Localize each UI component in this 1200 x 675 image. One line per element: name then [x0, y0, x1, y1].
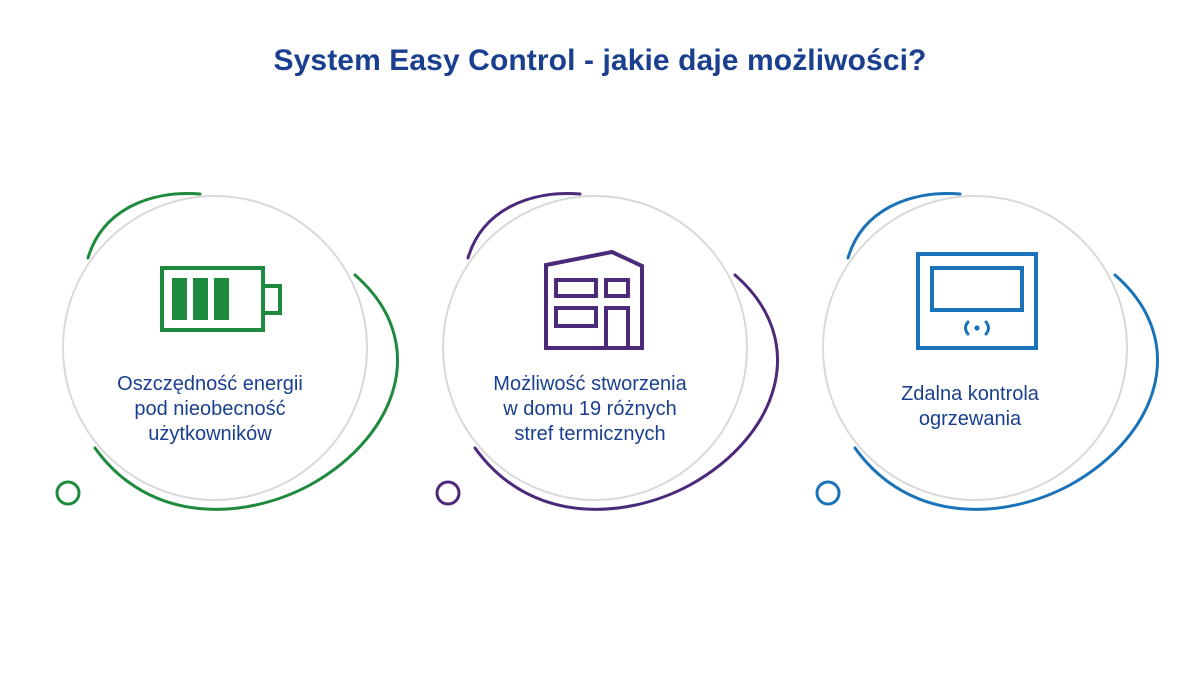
- feature-label-line: stref termicznych: [514, 423, 666, 445]
- decorative-arc-bottom: [473, 273, 780, 511]
- feature-frame: [815, 192, 1160, 511]
- feature-frame: [435, 192, 780, 511]
- feature-label: Możliwość stworzenia w domu 19 różnych s…: [465, 372, 715, 447]
- feature-label: Zdalna kontrola ogrzewania: [845, 382, 1095, 432]
- decorative-arc-bottom: [853, 273, 1160, 511]
- feature-label-line: ogrzewania: [918, 408, 1022, 430]
- feature-label-line: Zdalna kontrola: [901, 383, 1039, 405]
- feature-thermal-zones: Możliwość stworzenia w domu 19 różnych s…: [420, 180, 790, 530]
- background-circle: [442, 195, 748, 501]
- feature-label-line: Oszczędność energii: [117, 373, 303, 395]
- feature-label-line: w domu 19 różnych: [503, 398, 677, 420]
- background-circle: [62, 195, 368, 501]
- decorative-arc-top: [466, 192, 582, 260]
- decorative-arc-bottom: [93, 273, 400, 511]
- decorative-arc-top: [86, 192, 202, 260]
- battery-icon: [160, 266, 282, 332]
- background-circle: [822, 195, 1128, 501]
- feature-remote-control: Zdalna kontrola ogrzewania: [800, 180, 1170, 530]
- page-title: System Easy Control - jakie daje możliwo…: [273, 44, 927, 77]
- feature-frame: [55, 192, 400, 511]
- thermostat-icon: [916, 252, 1038, 350]
- decorative-ring: [55, 480, 81, 506]
- feature-label-line: użytkowników: [148, 423, 272, 445]
- feature-label: Oszczędność energii pod nieobecność użyt…: [85, 372, 335, 447]
- decorative-ring: [435, 480, 461, 506]
- house-icon: [544, 249, 644, 350]
- decorative-ring: [815, 480, 841, 506]
- feature-energy-saving: Oszczędność energii pod nieobecność użyt…: [40, 180, 410, 530]
- decorative-arc-top: [846, 192, 962, 260]
- feature-label-line: Możliwość stworzenia: [493, 373, 687, 395]
- feature-label-line: pod nieobecność: [134, 398, 286, 420]
